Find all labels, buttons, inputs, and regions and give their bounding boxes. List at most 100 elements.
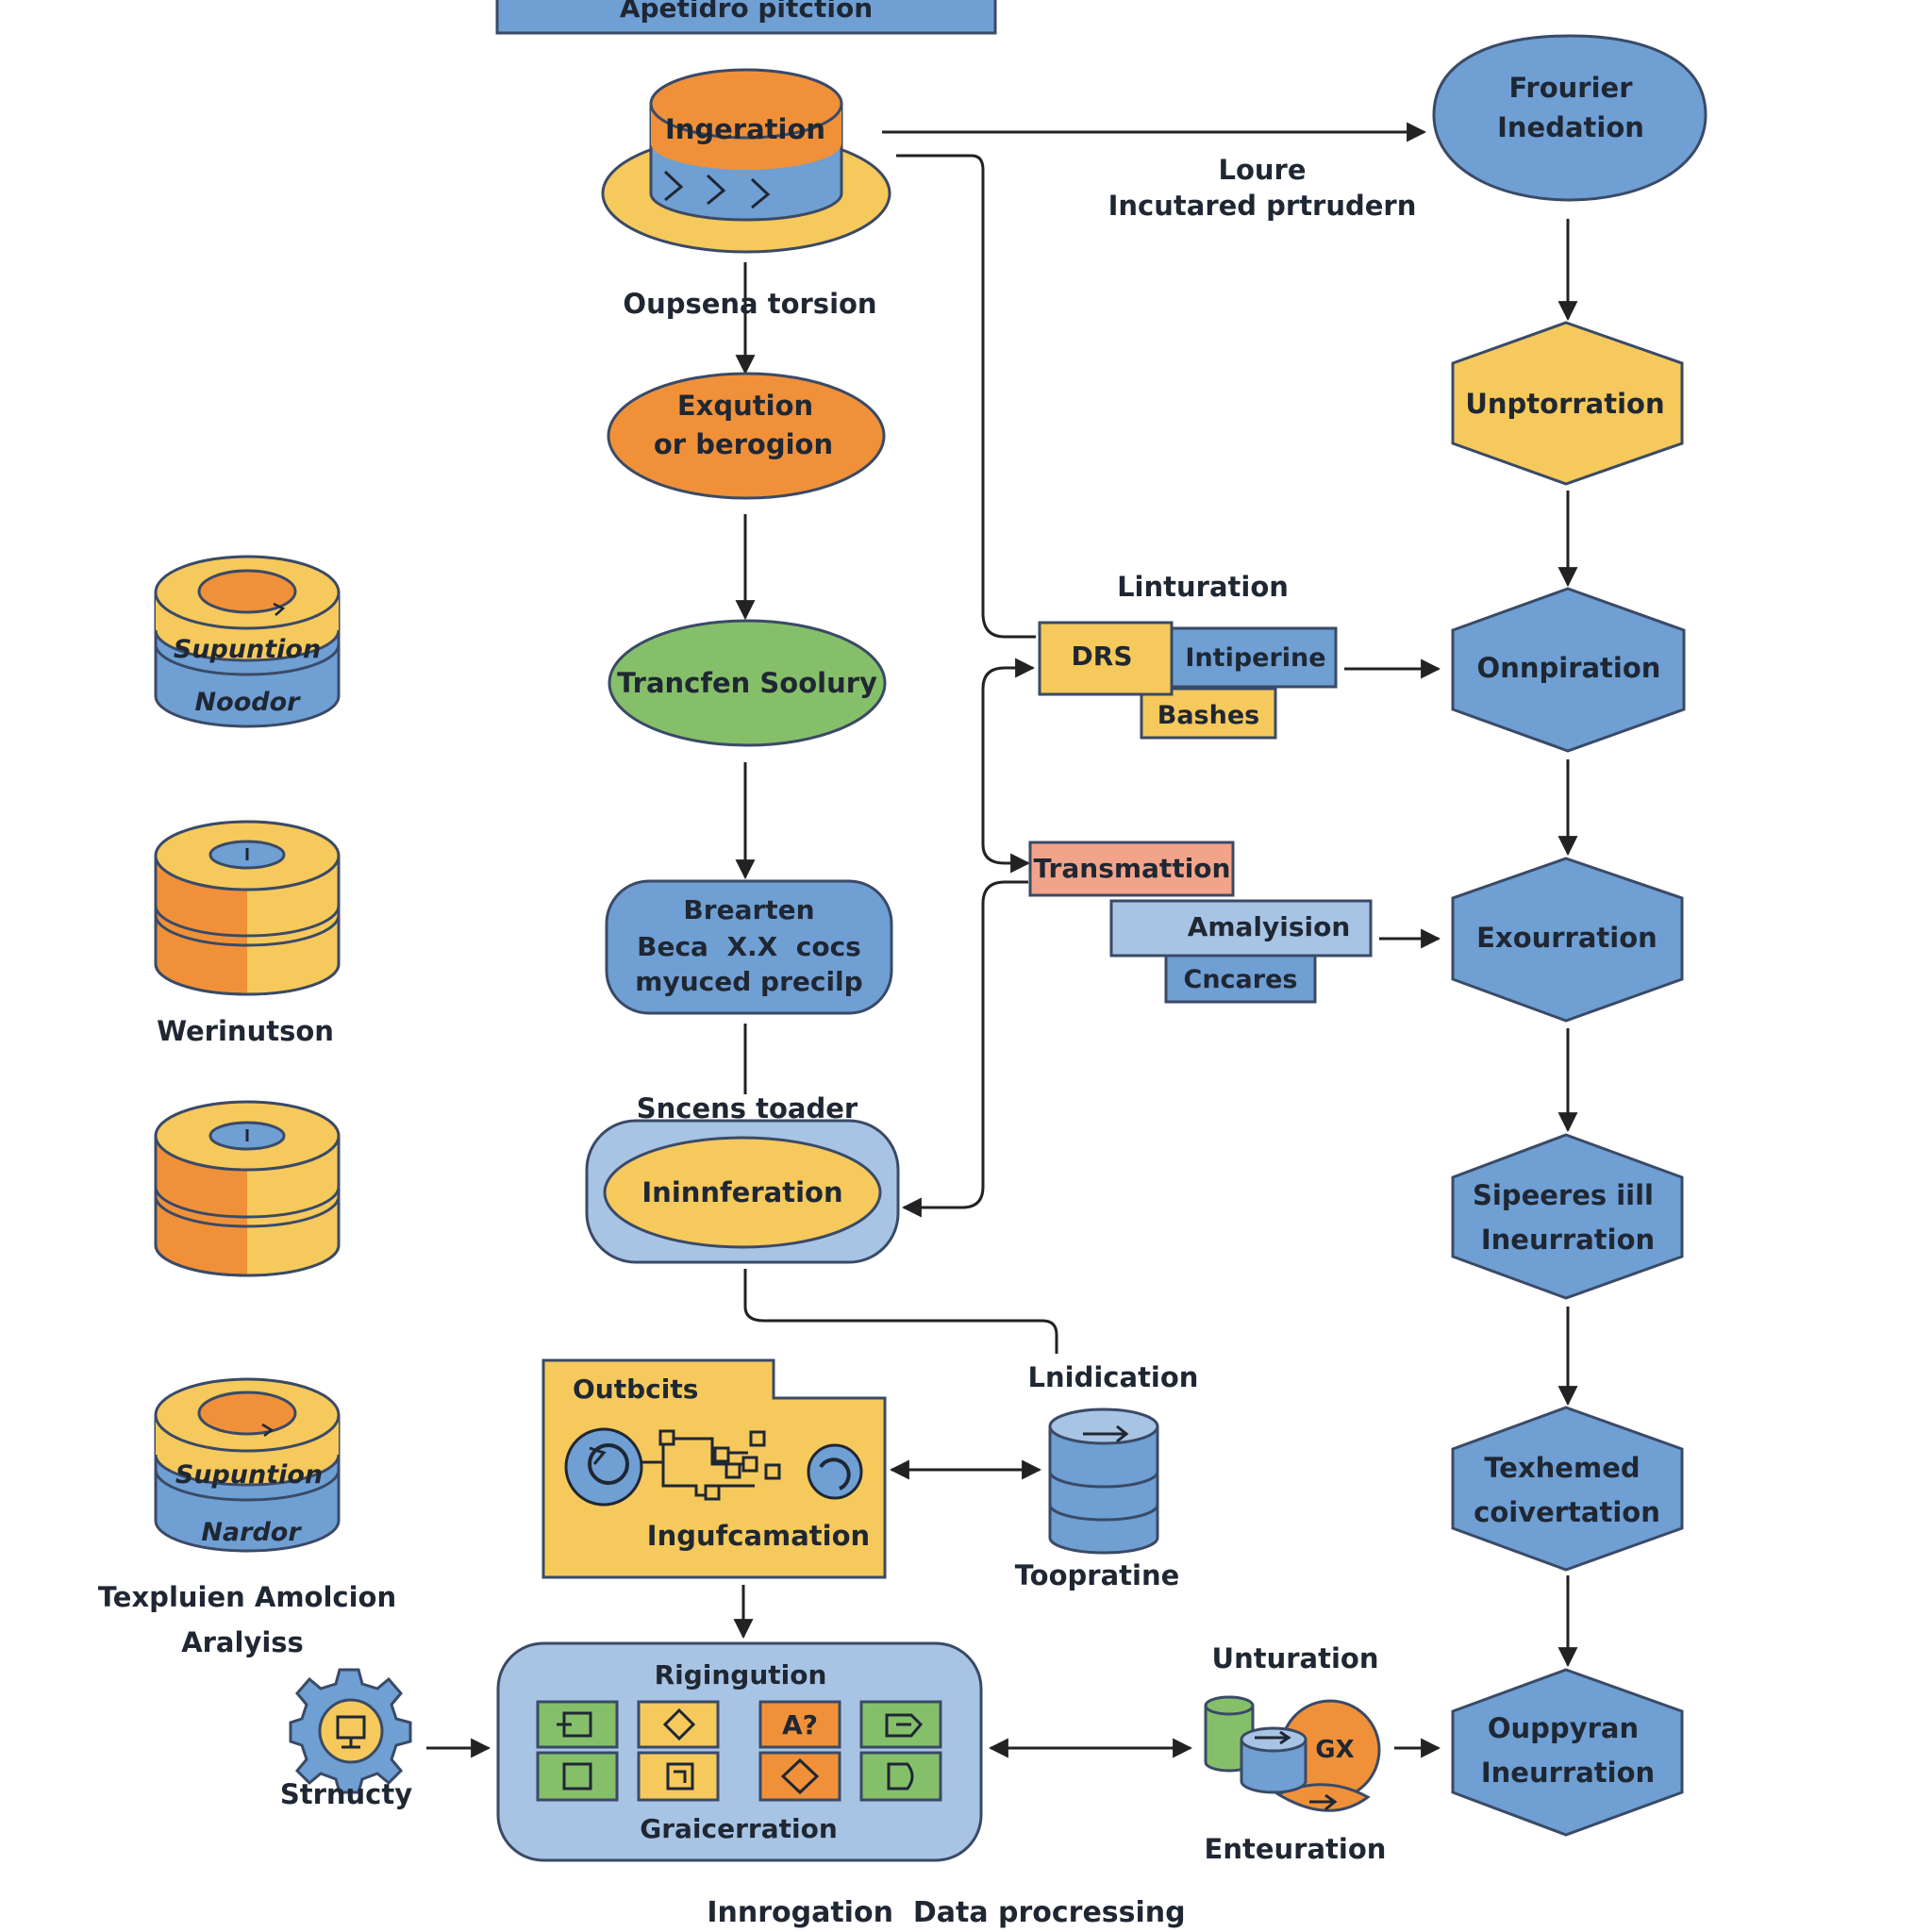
cluster-icon[interactable]: GX [1204,1695,1381,1812]
arrow-right-icon [1083,1424,1129,1443]
transmattion-box[interactable] [1028,841,1235,897]
database-caption: Toopratine [1015,1559,1180,1591]
loader-caption: Sncens toader [637,1092,858,1124]
hex-node-5[interactable]: Texhemed coivertation [1451,1406,1684,1572]
tile-glyph-text: A? [782,1709,818,1740]
inference-node[interactable]: Ininnferation [585,1119,900,1264]
tile-icon[interactable] [536,1751,619,1802]
lnidication-label: Lnidication [1028,1361,1199,1393]
tile-icon[interactable] [758,1700,841,1749]
loure-label-line2: Incutared prtrudern [1108,190,1417,222]
cylinder-4-caption-line1: Texpluien Amolcion [98,1581,396,1613]
hexagon-nodes: Unptorration Onnpiration Exourration Sip… [1451,321,1686,1837]
refresh-icon [807,1443,863,1500]
cncares-label: Cncares [1184,965,1298,994]
transmattion-group[interactable]: Transmattion Amalyision Cncares [1028,841,1373,1004]
inference-label: Ininnferation [641,1176,842,1208]
left-cylinder-2[interactable] [154,820,341,996]
hex-node-4-line1: Sipeeres iill [1473,1179,1654,1211]
left-cylinder-4[interactable]: Supuntion Nardor [154,1377,341,1553]
intiperine-box[interactable] [1170,626,1338,689]
hex-node-3[interactable]: Exourration [1451,857,1684,1023]
tile-icon[interactable] [637,1700,720,1749]
registration-caption: Graicerration [640,1813,838,1844]
edge-transmattion-to-inference [901,880,1028,1218]
hex-node-4[interactable]: Sipeeres iill Ineurration [1451,1133,1684,1300]
registration-panel[interactable]: Rigingution A? Graicerration [496,1641,983,1862]
tile-glyph-icon [666,1762,694,1790]
outputs-title: Outbcits [573,1374,698,1405]
drs-label: DRS [1072,641,1133,672]
cluster-title: Unturation [1212,1642,1379,1674]
linturation-label: Linturation [1117,571,1289,603]
tile-glyph-icon [780,1757,820,1795]
cylinder-4-line1: Supuntion [175,1460,323,1490]
hex-node-2[interactable]: Onnpiration [1451,587,1686,753]
hex-node-3-line1: Exourration [1476,922,1657,954]
breaker-line1: Brearten [683,894,814,925]
edges [426,122,1578,1758]
tile-icon[interactable] [859,1751,942,1802]
tile-glyph-icon [662,1707,696,1741]
hex-node-6-line1: Ouppyran [1488,1712,1639,1744]
tile-icon[interactable] [637,1751,720,1802]
hex-node-1-line1: Unptorration [1465,388,1664,420]
footer-title: Innrogation Data procressing [707,1896,1185,1929]
tile-glyph-icon [562,1762,592,1790]
cluster-caption: Enteuration [1205,1833,1387,1865]
cylinder-4-caption-line2: Aralyiss [181,1626,304,1658]
tile-glyph-icon [557,1711,592,1738]
hex-node-5-line1: Texhemed [1484,1452,1640,1484]
bashes-box[interactable] [1140,687,1277,740]
outputs-caption: Ingufcamation [647,1520,870,1552]
drs-group[interactable]: Bashes DRS Intiperine [1038,621,1338,740]
tile-icon[interactable] [536,1700,619,1749]
database-icon[interactable] [1048,1407,1159,1555]
hex-node-4-line2: Ineurration [1481,1224,1655,1256]
left-cylinder-3[interactable] [154,1100,341,1277]
left-cylinder-1[interactable]: Supuntion Noodor [154,555,341,728]
frourier-line2: Inedation [1497,111,1644,143]
cylinder-2-caption: Werinutson [157,1015,334,1047]
outputs-folder[interactable]: Outbcits Ingufcamation [541,1358,887,1579]
breaker-line3: myuced precilp [635,966,862,997]
registration-title: Rigingution [655,1659,827,1690]
hex-node-2-line1: Onnpiration [1477,652,1661,684]
edge-drs-transmattion [981,658,1036,874]
intiperine-label: Intiperine [1185,643,1325,673]
cylinder-1-line2: Noodor [195,688,302,717]
cycle-icon [564,1427,643,1507]
breaker-node[interactable]: Brearten Beca X.X cocs myuced precilp [605,879,893,1015]
gear-caption: Strnucty [280,1778,412,1810]
ingestion-caption: Oupsena torsion [623,288,876,320]
cylinder-4-line2: Nardor [201,1518,302,1547]
header-box[interactable]: Apetidro pitction [495,0,997,35]
breaker-line2: Beca X.X cocs [637,931,861,962]
cncares-box[interactable] [1164,954,1317,1004]
edge-inference-to-lnidication [743,1269,1058,1354]
tile-grid: A? [536,1700,942,1802]
hex-node-5-line2: coivertation [1474,1496,1660,1528]
execution-node[interactable]: Exqution or berogion [607,372,886,500]
cluster-badge: GX [1315,1736,1354,1764]
execution-line1: Exqution [677,390,813,422]
frourier-node[interactable]: Frourier Inedation [1432,34,1707,202]
frourier-line1: Frourier [1508,72,1633,104]
analysis-box[interactable] [1109,899,1373,958]
hex-node-1[interactable]: Unptorration [1451,321,1684,486]
analysis-label: Amalyision [1188,911,1351,942]
tile-glyph-icon [887,1762,914,1790]
ingestion-label: Ingeration [665,113,825,145]
cylinder-1-line1: Supuntion [174,635,321,664]
transform-node[interactable]: Trancfen Soolury [608,619,887,747]
ingestion-node[interactable]: Ingeration [601,68,891,254]
hex-node-6[interactable]: Ouppyran Ineurration [1451,1668,1684,1837]
edge-ingestion-to-drs [896,154,1036,639]
tile-glyph-icon [885,1713,924,1738]
chevrons-icon [663,170,771,209]
loure-label-line1: Loure [1218,154,1306,186]
header-title: Apetidro pitction [620,0,873,24]
gear-icon[interactable] [289,1668,412,1794]
bashes-label: Bashes [1158,701,1259,730]
